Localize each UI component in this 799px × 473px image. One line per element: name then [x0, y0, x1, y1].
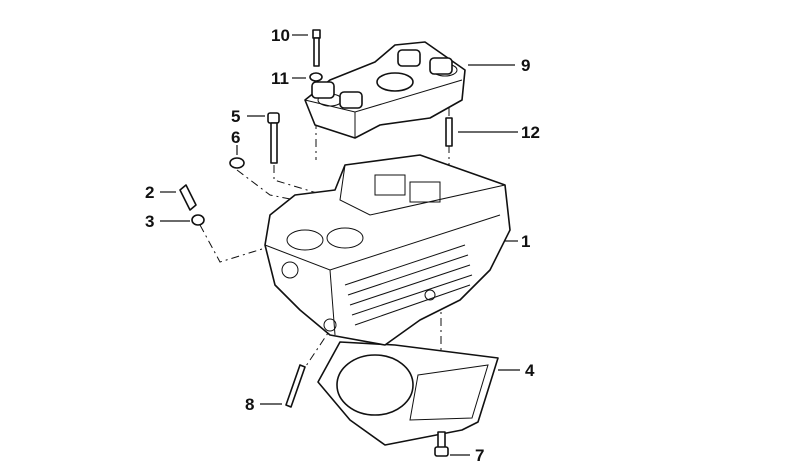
- callout-1: 1: [521, 232, 531, 251]
- callout-11: 11: [271, 69, 289, 88]
- callout-8: 8: [245, 395, 255, 414]
- callout-12: 12: [521, 123, 540, 142]
- part-10-bolt: [312, 29, 321, 67]
- callout-5: 5: [231, 107, 241, 126]
- part-3-ring: [191, 214, 205, 226]
- part-11-washer: [309, 72, 323, 82]
- callout-9: 9: [521, 56, 531, 75]
- callout-7: 7: [475, 446, 485, 465]
- callout-10: 10: [271, 26, 290, 45]
- part-6-nut: [229, 157, 245, 169]
- callout-2: 2: [145, 183, 155, 202]
- callout-6: 6: [231, 128, 241, 147]
- part-1-cylinder-head: [264, 154, 511, 346]
- part-8-stud: [285, 364, 306, 408]
- part-2-sleeve: [179, 184, 197, 211]
- part-9-rocker-carrier: [304, 41, 466, 139]
- part-12-stud: [445, 117, 453, 147]
- callout-4: 4: [525, 361, 535, 380]
- leader-lines: [160, 34, 520, 456]
- part-5-bolt: [267, 112, 280, 164]
- callout-3: 3: [145, 212, 155, 231]
- part-4-gasket: [317, 341, 499, 446]
- part-7-bolt: [434, 431, 449, 457]
